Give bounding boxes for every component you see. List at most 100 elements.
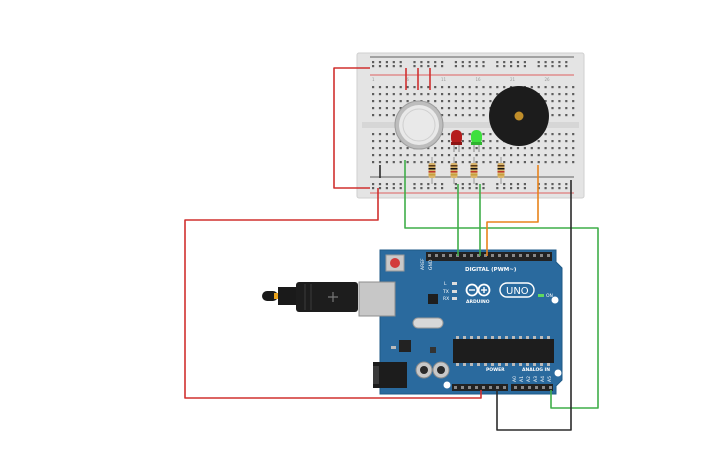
breadboard-hole[interactable] <box>537 61 540 64</box>
breadboard-hole[interactable] <box>441 114 444 117</box>
breadboard-hole[interactable] <box>516 147 520 150</box>
breadboard-hole[interactable] <box>385 93 388 96</box>
power-pin[interactable] <box>482 386 485 389</box>
breadboard-hole[interactable] <box>434 154 437 157</box>
breadboard-hole[interactable] <box>475 65 478 68</box>
breadboard-hole[interactable] <box>482 65 485 68</box>
breadboard-hole[interactable] <box>530 86 533 89</box>
breadboard-hole[interactable] <box>372 154 375 157</box>
breadboard-hole[interactable] <box>551 86 554 89</box>
digital-pin[interactable] <box>442 254 445 257</box>
breadboard-hole[interactable] <box>372 133 375 136</box>
breadboard-hole[interactable] <box>544 61 547 64</box>
breadboard-hole[interactable] <box>544 100 547 103</box>
breadboard-hole[interactable] <box>461 61 464 64</box>
digital-pin[interactable] <box>519 254 522 257</box>
breadboard-hole[interactable] <box>572 100 575 103</box>
breadboard-hole[interactable] <box>372 100 375 103</box>
digital-pin[interactable] <box>463 254 466 257</box>
breadboard-hole[interactable] <box>558 114 561 117</box>
power-pin[interactable] <box>454 386 457 389</box>
green-led[interactable] <box>471 130 482 152</box>
breadboard-hole[interactable] <box>482 100 485 103</box>
breadboard-hole[interactable] <box>441 65 444 68</box>
breadboard-hole[interactable] <box>489 161 492 164</box>
breadboard-hole[interactable] <box>461 147 464 150</box>
wire-black-gnd[interactable] <box>496 180 572 431</box>
breadboard-hole[interactable] <box>372 65 375 68</box>
breadboard-hole[interactable] <box>468 107 471 110</box>
breadboard-hole[interactable] <box>503 154 506 157</box>
breadboard-hole[interactable] <box>482 114 485 117</box>
breadboard-hole[interactable] <box>427 187 430 190</box>
breadboard-hole[interactable] <box>385 154 388 157</box>
digital-pin[interactable] <box>547 254 550 257</box>
breadboard-hole[interactable] <box>558 86 561 89</box>
breadboard-hole[interactable] <box>385 114 388 117</box>
breadboard-hole[interactable] <box>454 187 457 190</box>
breadboard-hole[interactable] <box>392 86 395 89</box>
breadboard-hole[interactable] <box>427 154 430 157</box>
breadboard-hole[interactable] <box>392 114 395 117</box>
breadboard-hole[interactable] <box>378 154 382 157</box>
breadboard-hole[interactable] <box>372 183 375 186</box>
breadboard-hole[interactable] <box>406 147 409 150</box>
analog-pin[interactable] <box>549 386 552 389</box>
breadboard-hole[interactable] <box>406 86 409 89</box>
digital-pin[interactable] <box>484 254 487 257</box>
breadboard-hole[interactable] <box>558 65 561 68</box>
breadboard-hole[interactable] <box>565 114 568 117</box>
breadboard-hole[interactable] <box>496 86 499 89</box>
breadboard-hole[interactable] <box>558 140 561 143</box>
breadboard-hole[interactable] <box>503 183 506 186</box>
breadboard-hole[interactable] <box>427 61 430 64</box>
breadboard-hole[interactable] <box>496 154 499 157</box>
breadboard-hole[interactable] <box>544 183 547 186</box>
digital-pin[interactable] <box>477 254 480 257</box>
breadboard-hole[interactable] <box>392 93 395 96</box>
breadboard-hole[interactable] <box>468 100 471 103</box>
breadboard-hole[interactable] <box>565 61 568 64</box>
breadboard-hole[interactable] <box>441 187 444 190</box>
breadboard-hole[interactable] <box>537 140 540 143</box>
breadboard-hole[interactable] <box>372 107 375 110</box>
breadboard-hole[interactable] <box>447 100 451 103</box>
breadboard-hole[interactable] <box>468 93 471 96</box>
breadboard-hole[interactable] <box>378 107 382 110</box>
breadboard-hole[interactable] <box>516 187 520 190</box>
breadboard-hole[interactable] <box>385 61 388 64</box>
breadboard-hole[interactable] <box>510 61 513 64</box>
breadboard-hole[interactable] <box>427 93 430 96</box>
breadboard-hole[interactable] <box>461 100 464 103</box>
breadboard-hole[interactable] <box>413 93 416 96</box>
breadboard-hole[interactable] <box>447 140 451 143</box>
breadboard-hole[interactable] <box>461 107 464 110</box>
breadboard-hole[interactable] <box>399 187 402 190</box>
digital-pin[interactable] <box>470 254 473 257</box>
breadboard-hole[interactable] <box>420 187 423 190</box>
breadboard-hole[interactable] <box>378 65 382 68</box>
breadboard-hole[interactable] <box>496 61 499 64</box>
digital-pin[interactable] <box>428 254 431 257</box>
breadboard-hole[interactable] <box>503 65 506 68</box>
breadboard-hole[interactable] <box>441 93 444 96</box>
breadboard-hole[interactable] <box>454 93 457 96</box>
breadboard-hole[interactable] <box>523 65 526 68</box>
breadboard-hole[interactable] <box>434 161 437 164</box>
breadboard-hole[interactable] <box>551 154 554 157</box>
breadboard-hole[interactable] <box>378 93 382 96</box>
breadboard-hole[interactable] <box>392 161 395 164</box>
breadboard-hole[interactable] <box>454 161 457 164</box>
power-pin[interactable] <box>503 386 506 389</box>
breadboard-hole[interactable] <box>516 161 520 164</box>
breadboard-hole[interactable] <box>427 147 430 150</box>
breadboard-hole[interactable] <box>454 65 457 68</box>
breadboard-hole[interactable] <box>441 140 444 143</box>
breadboard-hole[interactable] <box>468 114 471 117</box>
breadboard-hole[interactable] <box>558 107 561 110</box>
breadboard-hole[interactable] <box>399 147 402 150</box>
breadboard-hole[interactable] <box>468 140 471 143</box>
digital-pin[interactable] <box>491 254 494 257</box>
breadboard-hole[interactable] <box>392 133 395 136</box>
breadboard-hole[interactable] <box>496 65 499 68</box>
